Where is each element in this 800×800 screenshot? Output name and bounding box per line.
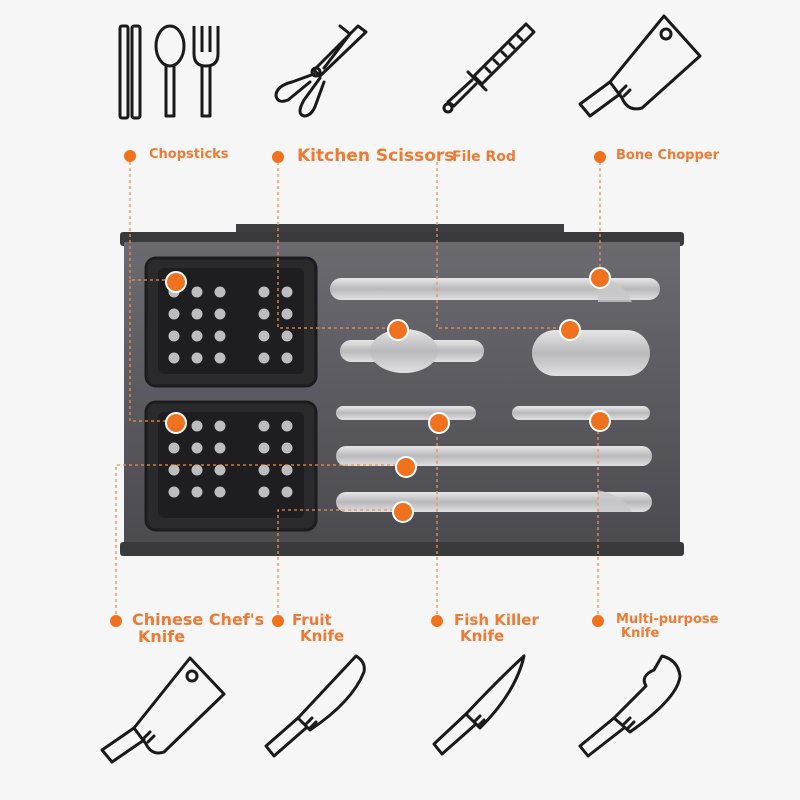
marker-file-rod [559,319,581,341]
basket-hole [281,286,293,298]
basket-hole [258,286,270,298]
basket-hole [281,308,293,320]
fruit-knife-icon [264,654,366,758]
basket-hole [168,486,180,498]
label-fish-killer-knife: Fish Killer Knife [454,611,539,645]
file-rod-icon [442,22,536,114]
label-chinese-chef-line1: Chinese Chef's [132,610,265,629]
basket-hole [258,420,270,432]
label-fruit-line1: Fruit [292,611,332,629]
basket-hole [168,330,180,342]
label-kitchen-scissors: Kitchen Scissors [297,146,455,166]
label-dot-fish-killer [431,615,443,627]
label-fish-line1: Fish Killer [454,611,539,629]
basket-hole [214,352,226,364]
basket-hole [214,464,226,476]
marker-chopsticks-bottom [165,412,187,434]
marker-chopsticks-top [165,271,187,293]
label-dot-multi-purpose [592,615,604,627]
basket-hole [168,308,180,320]
label-multi-line2: Knife [621,625,660,641]
basket-hole [168,442,180,454]
label-dot-fruit [272,615,284,627]
basket-hole [214,420,226,432]
basket-hole [191,442,203,454]
basket-hole [258,464,270,476]
label-dot-scissors [272,151,284,163]
label-multi-purpose-knife: Multi-purpose Knife [616,613,718,640]
basket-hole [191,286,203,298]
basket-hole [281,486,293,498]
basket-hole [258,352,270,364]
label-dot-bone-chopper [594,151,606,163]
basket-hole [168,464,180,476]
basket-hole [214,308,226,320]
marker-fish-killer [428,412,450,434]
label-multi-line1: Multi-purpose [616,612,719,627]
chopsticks-spoon-fork-icon [118,24,220,120]
basket-hole [281,330,293,342]
basket-hole [258,486,270,498]
basket-hole [191,420,203,432]
marker-fruit [392,501,414,523]
label-dot-chinese-chef [110,615,122,627]
marker-chinese-chef [395,456,417,478]
label-dot-chopsticks [124,150,136,162]
marker-scissors [387,319,409,341]
basket-hole [258,330,270,342]
label-chopsticks: Chopsticks [149,147,229,162]
basket-hole [214,486,226,498]
scissors-icon [274,24,368,118]
label-fruit-line2: Knife [300,626,345,645]
basket-hole [281,352,293,364]
basket-hole [214,330,226,342]
basket-hole [258,442,270,454]
bone-chopper-icon [578,14,702,118]
marker-bone-chopper [589,267,611,289]
basket-hole [191,308,203,320]
basket-hole [281,420,293,432]
basket-hole [168,352,180,364]
label-chinese-chef-line2: Knife [138,626,186,646]
multi-purpose-knife-icon [578,654,682,758]
label-bone-chopper: Bone Chopper [616,148,720,163]
basket-hole [214,286,226,298]
basket-hole [191,464,203,476]
fish-killer-knife-icon [432,654,526,756]
basket-hole [191,330,203,342]
label-fish-line2: Knife [460,626,505,645]
basket-hole [191,486,203,498]
basket-hole [258,308,270,320]
label-fruit-knife: Fruit Knife [292,611,345,645]
basket-hole [191,352,203,364]
label-chinese-chef-knife: Chinese Chef's Knife [132,610,265,646]
basket-hole [214,442,226,454]
basket-hole [281,464,293,476]
chinese-chef-knife-icon [100,656,226,764]
marker-multi-purpose [589,410,611,432]
basket-hole [281,442,293,454]
label-file-rod: File Rod [452,149,516,165]
